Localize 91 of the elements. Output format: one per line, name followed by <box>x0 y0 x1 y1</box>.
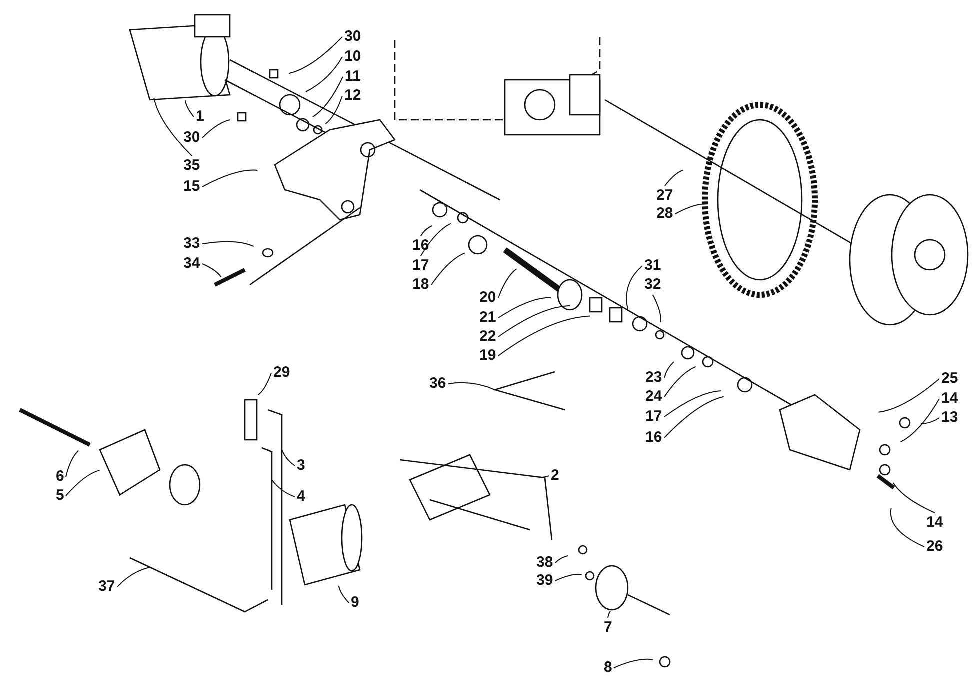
leader-line <box>664 170 684 186</box>
callout-number: 17 <box>412 257 430 275</box>
callout-number: 27 <box>656 187 674 205</box>
leader-line <box>202 170 258 188</box>
leader-line <box>664 396 724 438</box>
leader-line <box>664 390 722 418</box>
callout-number: 1 <box>196 108 204 126</box>
leader-line <box>900 398 940 443</box>
leader-line <box>555 556 568 564</box>
callout-number: 24 <box>646 388 662 406</box>
callout-number: 37 <box>98 578 116 596</box>
leader-line <box>614 658 654 668</box>
callout-number: 33 <box>184 235 200 253</box>
leader-line <box>282 450 296 466</box>
callout-number: 12 <box>344 87 362 105</box>
leader-line <box>288 36 343 74</box>
leader-line <box>540 476 550 478</box>
callout-number: 19 <box>480 347 496 365</box>
leader-line <box>202 241 254 248</box>
callout-number: 14 <box>942 390 958 408</box>
callout-number: 13 <box>942 409 958 427</box>
callout-number: 8 <box>604 659 612 677</box>
callout-number: 16 <box>412 237 430 255</box>
assembly-bracket <box>492 371 566 411</box>
leader-line <box>258 372 272 396</box>
leader-line <box>608 611 612 618</box>
callout-number: 2 <box>551 467 560 485</box>
leader-line <box>664 366 696 398</box>
leader-line <box>325 96 343 124</box>
callout-number: 3 <box>297 457 306 475</box>
callout-number: 11 <box>345 68 361 86</box>
leader-line <box>892 482 936 514</box>
callout-number: 9 <box>351 594 360 612</box>
leader-line <box>202 119 231 138</box>
callout-number: 14 <box>926 514 944 532</box>
assembly-bracket <box>262 447 273 590</box>
callout-number: 31 <box>644 257 662 275</box>
leader-line <box>652 294 662 323</box>
callout-number: 15 <box>184 178 200 196</box>
leader-line <box>420 226 432 236</box>
callout-number: 22 <box>480 328 496 346</box>
callout-number: 17 <box>646 408 662 426</box>
callout-number: 21 <box>480 309 496 327</box>
leader-line <box>498 297 552 318</box>
callout-number: 29 <box>274 364 290 382</box>
callout-number: 34 <box>184 255 200 273</box>
callout-number: 28 <box>656 205 674 223</box>
callout-number: 25 <box>942 370 958 388</box>
leader-line <box>306 56 343 92</box>
assembly-bracket <box>130 557 268 613</box>
callout-number: 35 <box>184 157 200 175</box>
leader-line <box>448 382 496 390</box>
callout-number: 26 <box>926 538 944 556</box>
leader-line <box>498 305 571 338</box>
leader-line <box>878 378 940 413</box>
leader-line <box>272 480 296 498</box>
leader-line <box>185 100 194 118</box>
callout-number: 30 <box>344 28 362 46</box>
callout-number: 39 <box>536 572 554 590</box>
leader-line <box>431 252 466 286</box>
callout-number: 7 <box>604 619 612 637</box>
callout-number: 36 <box>430 375 446 393</box>
callout-number: 6 <box>56 468 64 486</box>
callout-number: 32 <box>644 276 662 294</box>
leader-line <box>498 316 591 356</box>
callout-number: 23 <box>646 369 662 387</box>
callout-number: 38 <box>536 554 554 572</box>
callout-number: 20 <box>480 289 496 307</box>
leader-line <box>498 268 518 298</box>
leader-line <box>338 585 350 604</box>
callout-number: 18 <box>412 276 430 294</box>
leader-line <box>66 470 100 496</box>
leader-line <box>202 264 222 278</box>
assembly-bracket <box>268 409 283 605</box>
callout-number: 16 <box>646 429 662 447</box>
leader-line <box>664 362 674 378</box>
leader-line <box>890 508 925 548</box>
callout-number: 10 <box>344 48 362 66</box>
leader-line <box>626 266 643 310</box>
leader-line <box>66 450 80 478</box>
leader-line <box>420 223 452 256</box>
callout-number: 4 <box>297 488 306 506</box>
leader-line <box>154 98 192 156</box>
leader-line <box>555 574 582 582</box>
callout-number: 5 <box>56 487 64 505</box>
leader-line <box>117 566 150 588</box>
callout-number: 30 <box>184 129 200 147</box>
leader-line <box>312 76 344 118</box>
leader-line <box>920 418 940 424</box>
assembly-bracket <box>400 459 553 540</box>
leader-line <box>675 204 708 214</box>
